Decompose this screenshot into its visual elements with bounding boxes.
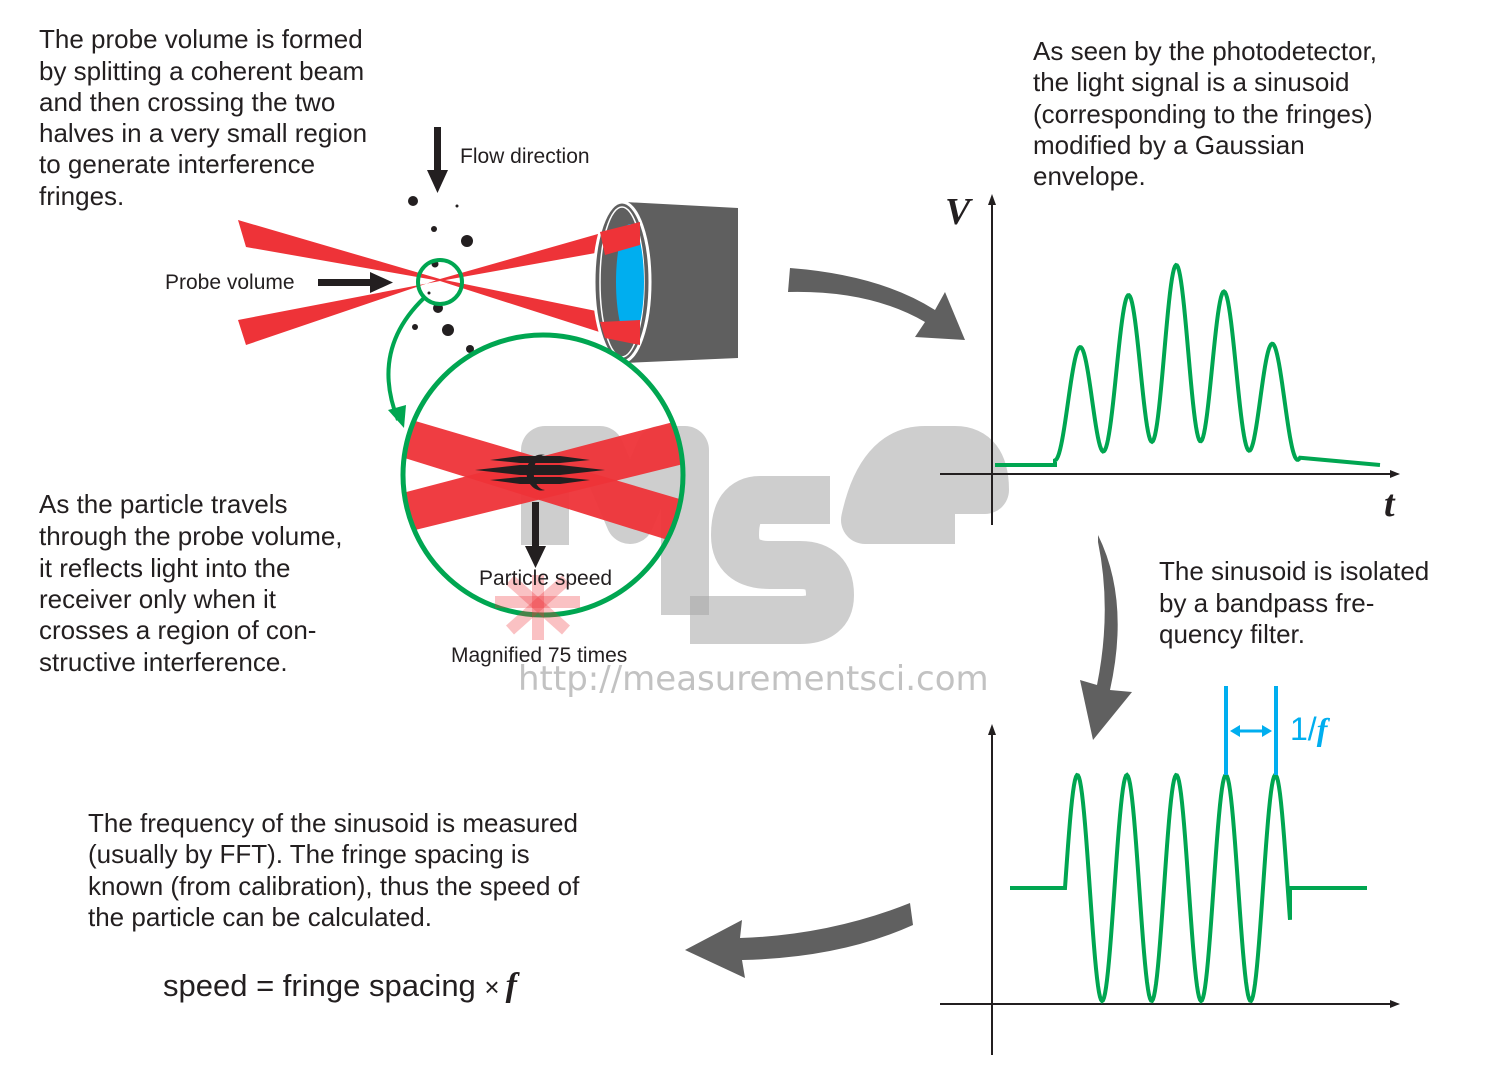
process-arrows <box>685 268 1132 978</box>
filtered-signal-graph: 1/f <box>940 686 1400 1055</box>
magnified-circle <box>400 332 686 618</box>
receiver <box>592 200 738 364</box>
arrow-to-signal <box>788 268 965 340</box>
frequency-text: The frequency of the sinusoid is measure… <box>88 808 580 932</box>
connector-arrowhead <box>388 405 406 428</box>
period-arrow-right <box>1262 725 1272 737</box>
magnify-connector <box>386 296 426 421</box>
arrow-to-filter <box>1080 535 1132 740</box>
flow-direction-arrow <box>427 127 448 193</box>
gaussian-sinusoid-signal <box>995 262 1381 467</box>
probe-volume-arrow <box>318 272 393 293</box>
watermark-star <box>495 575 580 640</box>
photodetector-text: As seen by the photodetector,the light s… <box>1033 36 1377 191</box>
lens <box>616 224 644 340</box>
probe-volume-marker <box>416 258 464 306</box>
arrow-to-calculation <box>685 903 913 978</box>
filtered-sinusoid-signal <box>1010 772 1367 1004</box>
magnified-beams <box>403 415 683 550</box>
raw-signal-graph: V t <box>940 191 1400 525</box>
v-axis-label: V <box>945 191 973 233</box>
laser-beams <box>238 220 640 345</box>
magnified-label: Magnified 75 times <box>451 644 627 667</box>
watermark-url: http://measurementsci.com <box>518 659 989 699</box>
period-label: 1/f <box>1290 711 1331 747</box>
particle-speed-label: Particle speed <box>479 567 612 590</box>
speed-formula: speed = fringe spacing ×f <box>163 967 521 1004</box>
flow-direction-label: Flow direction <box>460 145 590 168</box>
particle-speed-arrow <box>525 502 546 568</box>
t-axis-label: t <box>1384 483 1396 525</box>
period-arrow-left <box>1230 725 1240 737</box>
particle <box>526 454 545 491</box>
probe-volume-label: Probe volume <box>165 271 295 294</box>
